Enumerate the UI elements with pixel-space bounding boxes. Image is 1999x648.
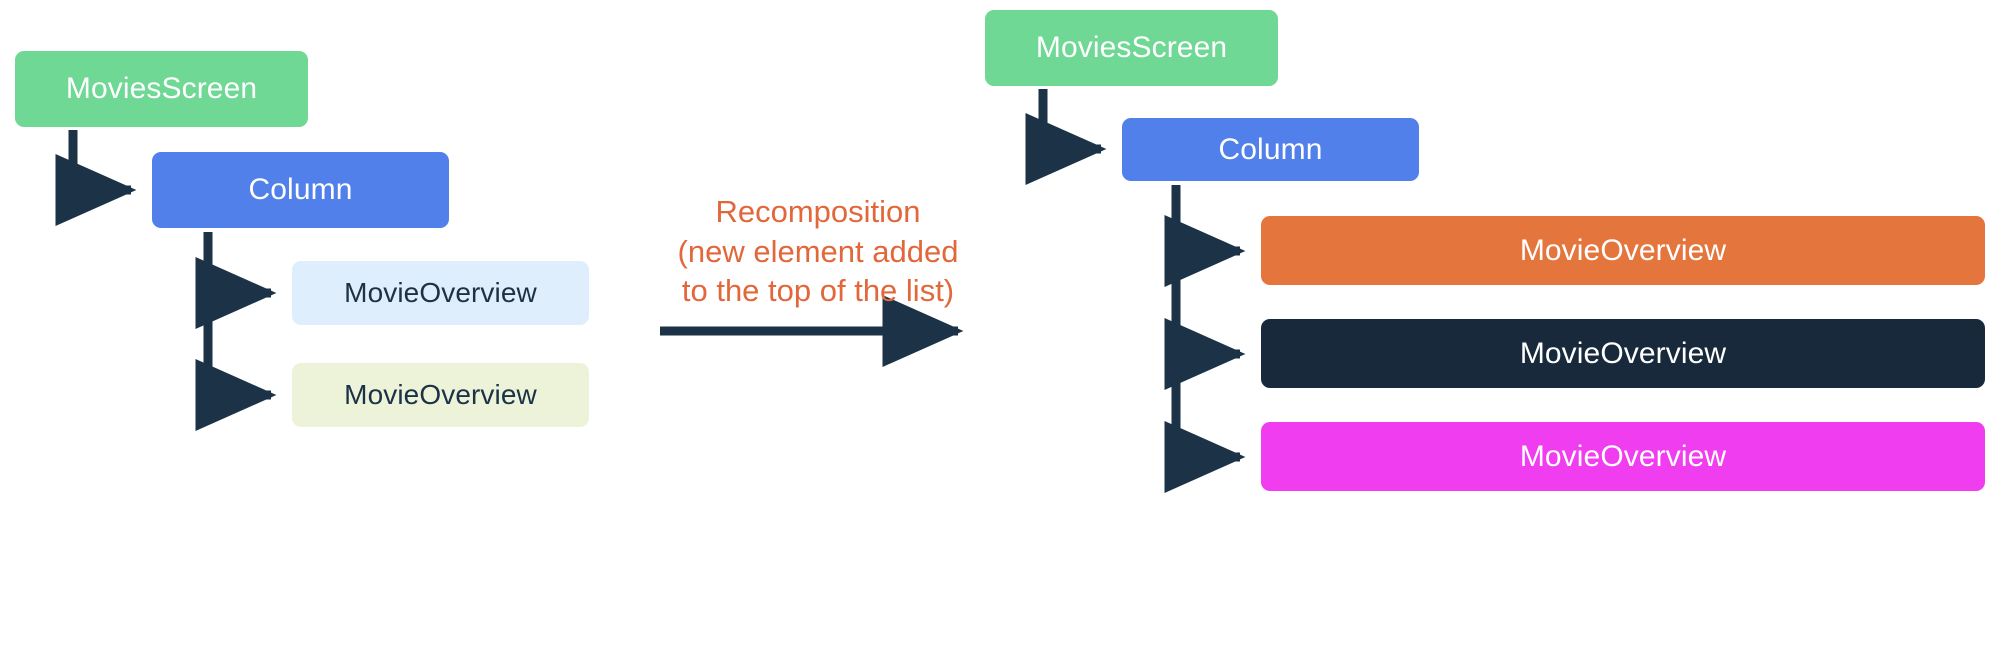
- node-movies-screen-right[interactable]: MoviesScreen: [985, 10, 1278, 86]
- node-movie-overview-left-2[interactable]: MovieOverview: [292, 363, 589, 427]
- node-label: MoviesScreen: [65, 72, 258, 105]
- node-label: Column: [1218, 132, 1323, 166]
- recomposition-caption: Recomposition (new element added to the …: [660, 192, 976, 311]
- node-label: MovieOverview: [1519, 336, 1727, 370]
- node-movie-overview-left-1[interactable]: MovieOverview: [292, 261, 589, 325]
- connector-right-screen-to-column: [1025, 89, 1107, 185]
- node-column-right[interactable]: Column: [1122, 118, 1419, 181]
- caption-line-1: Recomposition: [715, 194, 921, 229]
- node-movie-overview-right-1[interactable]: MovieOverview: [1261, 216, 1985, 285]
- node-label: MoviesScreen: [1035, 31, 1228, 64]
- connector-right-column-to-children: [1164, 185, 1246, 493]
- caption-line-2: (new element added: [677, 233, 959, 269]
- node-label: MovieOverview: [344, 379, 537, 410]
- connector-left-column-to-children: [195, 232, 277, 431]
- node-label: MovieOverview: [344, 277, 537, 308]
- connector-left-screen-to-column: [55, 130, 137, 226]
- caption-line-3: to the top of the list): [681, 273, 955, 309]
- node-label: MovieOverview: [1519, 439, 1727, 473]
- node-label: Column: [248, 173, 353, 206]
- node-label: MovieOverview: [1519, 233, 1727, 267]
- node-movies-screen-left[interactable]: MoviesScreen: [15, 51, 308, 127]
- node-column-left[interactable]: Column: [152, 152, 449, 228]
- node-movie-overview-right-2[interactable]: MovieOverview: [1261, 319, 1985, 388]
- node-movie-overview-right-3[interactable]: MovieOverview: [1261, 422, 1985, 491]
